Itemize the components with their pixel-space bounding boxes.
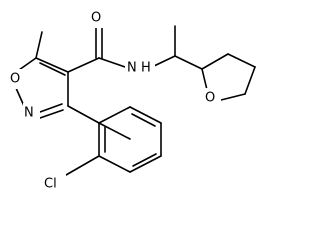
thf-oxygen-label: O <box>205 91 215 106</box>
carbonyl-oxygen-label: O <box>91 11 101 26</box>
chlorine-label: Cl <box>44 177 57 192</box>
bond-c3-phenyl <box>67 105 100 124</box>
chlorophenyl-ring <box>65 105 162 176</box>
amide-hydrogen-label: H <box>141 61 151 76</box>
bond-thf-c5-o <box>216 93 246 102</box>
bond-c5-c4-double <box>39 62 66 76</box>
bond-ch-thf-c2 <box>174 55 203 70</box>
bond-c4-carbonyl <box>67 57 100 73</box>
amide-nitrogen-label: N <box>127 61 137 76</box>
tetrahydrofuran-ring <box>201 53 256 102</box>
bond-thf-c3-c4 <box>227 53 256 68</box>
bond-ph-c2-c3 <box>98 155 131 173</box>
bond-n2-c3 <box>39 103 63 113</box>
side-chain <box>174 25 203 70</box>
bond-n2-c3-double <box>39 109 64 119</box>
bond-ph-c1-c6 <box>98 122 131 140</box>
bond-c5-methyl <box>35 31 43 59</box>
bond-thf-c2-c3 <box>201 53 229 70</box>
bond-ph-c5-c6 <box>129 106 162 124</box>
bond-ph-c3-c4 <box>129 155 162 173</box>
bond-ph-double-b <box>132 153 157 167</box>
nitrogen-ring-label: N <box>24 106 34 121</box>
isoxazole-ring <box>15 31 69 119</box>
bond-carbonyl-n <box>98 57 129 69</box>
bond-ph-cl <box>65 155 100 176</box>
atom-labels: O N O N H O Cl <box>9 8 221 194</box>
bond-thf-c4-c5 <box>244 66 256 95</box>
amide-group <box>67 25 176 73</box>
bond-ph-double-c <box>131 113 156 127</box>
bond-o1-n2 <box>15 87 25 107</box>
bond-c5-c4 <box>35 57 69 73</box>
bond-c5-o1 <box>18 57 37 71</box>
bond-n-ch <box>153 55 176 67</box>
oxygen-ring-label: O <box>10 72 20 87</box>
chemical-structure: O N O N H O Cl <box>9 8 256 194</box>
bond-ph-c6-c1 <box>98 106 131 124</box>
